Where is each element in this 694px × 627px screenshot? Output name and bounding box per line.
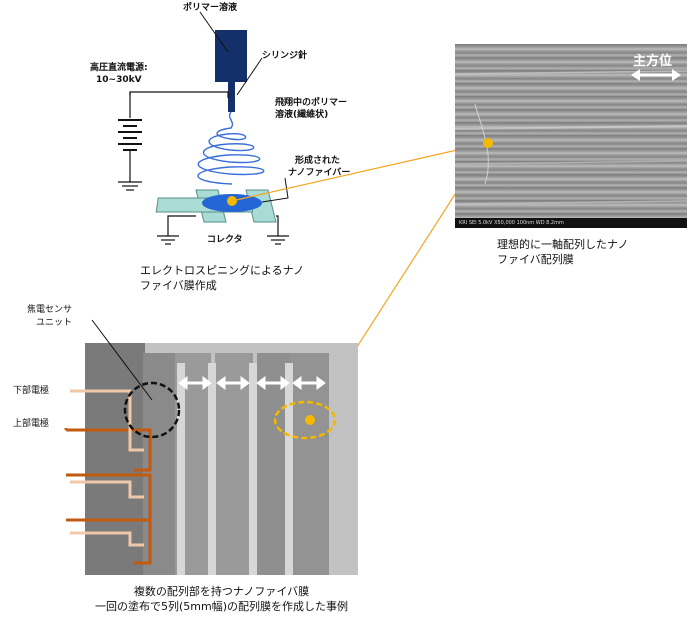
ground-wire-right (276, 215, 279, 236)
label-sensor-unit-2: ユニット (36, 318, 73, 328)
ground-symbol-left (157, 235, 179, 245)
syringe-body (215, 30, 247, 82)
syringe-needle (228, 82, 235, 112)
lower-electrodes (70, 389, 144, 547)
leader-formed (261, 177, 289, 203)
label-formed-nanofiber: 形成された (295, 156, 341, 166)
label-hv-supply: 高圧直流電源: (90, 63, 148, 73)
leader-needle (236, 57, 263, 96)
caption-sem-2: ファイバ配列膜 (497, 253, 574, 266)
upper-electrodes (64, 428, 152, 565)
ground-symbol-battery (118, 181, 142, 191)
label-syringe-needle: シリンジ針 (262, 51, 308, 61)
connector-line-sem (231, 142, 489, 202)
label-hv-range: 10~30kV (96, 75, 142, 85)
caption-schematic-1: エレクトロスピニングによるナノ (140, 264, 305, 277)
leader-polymer (199, 11, 229, 53)
caption-sample-1: 複数の配列部を持つナノファイバ膜 (133, 585, 310, 598)
label-polymer-solution: ポリマー溶液 (183, 3, 238, 13)
label-flying-polymer: 飛翔中のポリマー (275, 98, 348, 108)
aligned-strip-3 (215, 353, 253, 575)
sample-highlight-ellipse (273, 400, 337, 440)
sem-image: 主方位 KRI SEI 5.0kV X50,000 100nm WD 8.2mm (455, 44, 687, 228)
label-upper-electrode: 上部電極 (13, 419, 50, 429)
sem-direction-label: 主方位 (633, 54, 673, 69)
caption-sem-1: 理想的に一軸配列したナノ (497, 238, 629, 251)
caption-sample-2: 一回の塗布で5列(5mm幅)の配列膜を作成した事例 (94, 600, 348, 613)
caption-schematic-2: ファイバ膜作成 (140, 279, 217, 292)
sensor-unit-circle (123, 381, 181, 439)
sem-connector-dot (483, 138, 493, 148)
alignment-arrows (178, 376, 326, 390)
label-sensor-unit: 焦電センサ (27, 305, 73, 315)
ground-wire-left (167, 215, 196, 236)
connector-dot-schematic (227, 196, 237, 206)
sem-direction-arrow (631, 69, 681, 81)
label-collector: コレクタ (207, 235, 243, 245)
label-formed-nanofiber-2: ナノファイバー (288, 168, 351, 178)
sem-info-bar: KRI SEI 5.0kV X50,000 100nm WD 8.2mm (459, 220, 564, 226)
ground-symbol-right (267, 235, 289, 245)
label-flying-polymer-2: 溶液(繊維状) (275, 110, 329, 120)
fiber-spiral (197, 111, 265, 185)
connector-dot-sample (305, 415, 315, 425)
leader-sensor (91, 319, 153, 401)
aligned-strip-5 (291, 353, 329, 575)
sample-photo (85, 343, 358, 575)
label-lower-electrode: 下部電極 (13, 386, 50, 396)
sem-fiber-texture (455, 70, 687, 228)
sample-photo-content (85, 343, 358, 575)
